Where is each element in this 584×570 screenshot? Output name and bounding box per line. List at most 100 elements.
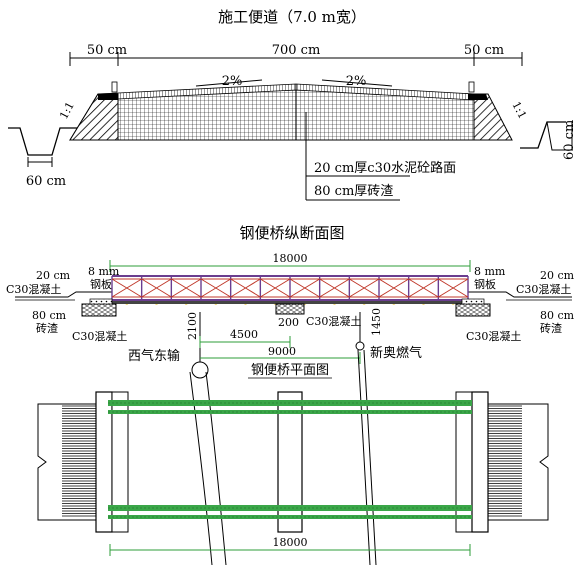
left-plate-thickness: 8 mm bbox=[88, 265, 120, 278]
truss-diagonal bbox=[438, 278, 454, 289]
truss-diagonal bbox=[304, 287, 320, 298]
truss-diagonal bbox=[245, 287, 261, 298]
truss-diagonal bbox=[126, 287, 142, 298]
bridge-elevation: 钢便桥纵断面图 18000 20 cm C30混凝土 8 mm 钢板 80 cm… bbox=[6, 224, 575, 379]
truss-diagonal bbox=[200, 278, 217, 289]
truss-diagonal bbox=[423, 278, 439, 289]
left-ditch-outline bbox=[8, 127, 80, 156]
truss-diagonal bbox=[156, 278, 172, 289]
truss-diagonal bbox=[378, 278, 395, 289]
right-gravel-label: 砖渣 bbox=[540, 321, 562, 335]
left-slope-hatching bbox=[62, 405, 96, 517]
left-post-marker bbox=[111, 81, 118, 93]
bailey-truss bbox=[111, 275, 469, 305]
truss-diagonal bbox=[363, 287, 380, 298]
left-embankment bbox=[69, 93, 119, 141]
truss-diagonal bbox=[408, 287, 424, 298]
right-road-plan bbox=[485, 403, 549, 521]
xinao-pipe-route-b bbox=[363, 349, 377, 566]
plan-title: 钢便桥平面图 bbox=[251, 363, 329, 378]
truss-diagonal bbox=[319, 287, 335, 298]
pavement-layer-text: 20 cm厚c30水泥砼路面 bbox=[314, 160, 456, 176]
right-pier-concrete-label: C30混凝土 bbox=[466, 329, 521, 343]
left-top-thickness: 20 cm bbox=[36, 269, 71, 282]
truss-diagonal bbox=[215, 287, 231, 298]
pavement-layer-callouts: 20 cm厚c30水泥砼路面 80 cm厚砖渣 bbox=[305, 112, 456, 201]
left-abutment bbox=[81, 303, 117, 317]
truss-diagonal bbox=[126, 278, 142, 289]
xinao-gas-label: 新奥燃气 bbox=[370, 345, 422, 361]
middle-pier bbox=[275, 303, 305, 315]
truss-diagonal bbox=[289, 278, 306, 289]
plan-span-text: 18000 bbox=[273, 536, 308, 549]
west-east-gas-pipe bbox=[191, 361, 209, 379]
mid-pier-width: 200 bbox=[278, 316, 299, 329]
truss-diagonal bbox=[334, 287, 350, 298]
dim-4500-text: 4500 bbox=[230, 328, 258, 341]
right-plate-label: 钢板 bbox=[474, 277, 496, 291]
truss-diagonal bbox=[171, 278, 187, 289]
right-ditch-outline bbox=[520, 121, 566, 149]
elevation-span-dimension: 18000 bbox=[109, 252, 471, 272]
truss-diagonal bbox=[260, 287, 276, 298]
truss-diagonal bbox=[423, 287, 439, 298]
truss-diagonal bbox=[185, 278, 202, 289]
truss-diagonal bbox=[200, 287, 217, 298]
right-curb bbox=[468, 94, 488, 100]
ditch-depth-dimension: 60 cm bbox=[562, 120, 577, 160]
right-crossfall-text: 2% bbox=[346, 74, 367, 89]
truss-diagonal bbox=[349, 287, 365, 298]
bridge-plan-view: 钢便桥平面图 bbox=[37, 349, 549, 566]
right-post-marker bbox=[468, 81, 475, 93]
truss-diagonal bbox=[452, 287, 469, 298]
truss-diagonal bbox=[141, 278, 157, 289]
truss-diagonal bbox=[438, 287, 454, 298]
ditch-width-dimension: 60 cm bbox=[26, 157, 66, 189]
ditch-width-text: 60 cm bbox=[26, 174, 66, 189]
truss-diagonal bbox=[393, 287, 409, 298]
truss-diagonal bbox=[185, 287, 202, 298]
truss-diagonal bbox=[245, 278, 261, 289]
right-crossfall-indicator: 2% bbox=[321, 74, 393, 89]
dim-9000-text: 9000 bbox=[268, 345, 296, 358]
right-gravel-thickness: 80 cm bbox=[540, 309, 575, 322]
xinao-pipe-route-a bbox=[357, 349, 371, 566]
truss-diagonal bbox=[319, 278, 335, 289]
left-pipe-depth-text: 2100 bbox=[186, 312, 199, 340]
xinao-gas-pipe bbox=[355, 341, 365, 351]
left-curb bbox=[98, 94, 118, 100]
elevation-span-text: 18000 bbox=[273, 252, 308, 265]
truss-diagonal bbox=[141, 287, 157, 298]
right-embankment bbox=[473, 93, 513, 141]
road-section-title: 施工便道（7.0 m宽） bbox=[218, 8, 366, 26]
right-plate-thickness: 8 mm bbox=[474, 265, 506, 278]
truss-diagonal bbox=[171, 287, 187, 298]
truss-diagonal bbox=[289, 287, 306, 298]
truss-diagonal bbox=[408, 278, 424, 289]
ditch-depth-text: 60 cm bbox=[562, 120, 577, 160]
road-dim-middle: 700 cm bbox=[272, 43, 321, 58]
truss-diagonal bbox=[274, 278, 291, 289]
truss-diagonal bbox=[274, 287, 291, 298]
truss-diagonal bbox=[378, 287, 395, 298]
road-cross-section: 施工便道（7.0 m宽） 50 cm 700 cm 50 cm bbox=[8, 8, 577, 201]
right-bearing-pad bbox=[461, 298, 485, 305]
truss-diagonal bbox=[260, 278, 276, 289]
left-crossfall-text: 2% bbox=[222, 74, 243, 89]
left-side-slope-ratio: 1:1 bbox=[57, 100, 77, 122]
right-slope-hatching bbox=[488, 405, 522, 517]
right-approach-road bbox=[468, 291, 572, 298]
road-dim-right: 50 cm bbox=[464, 43, 504, 58]
truss-diagonal bbox=[230, 287, 246, 298]
truss-diagonal bbox=[156, 287, 172, 298]
truss-diagonal bbox=[452, 278, 469, 289]
truss-diagonal bbox=[230, 278, 246, 289]
road-width-dimension: 50 cm 700 cm 50 cm bbox=[69, 43, 523, 66]
left-plate-label: 钢板 bbox=[90, 277, 112, 291]
left-concrete-label: C30混凝土 bbox=[6, 282, 61, 296]
truss-diagonal bbox=[349, 278, 365, 289]
left-bearing-pad bbox=[89, 298, 113, 305]
left-abutment-cap-plan bbox=[111, 391, 129, 533]
